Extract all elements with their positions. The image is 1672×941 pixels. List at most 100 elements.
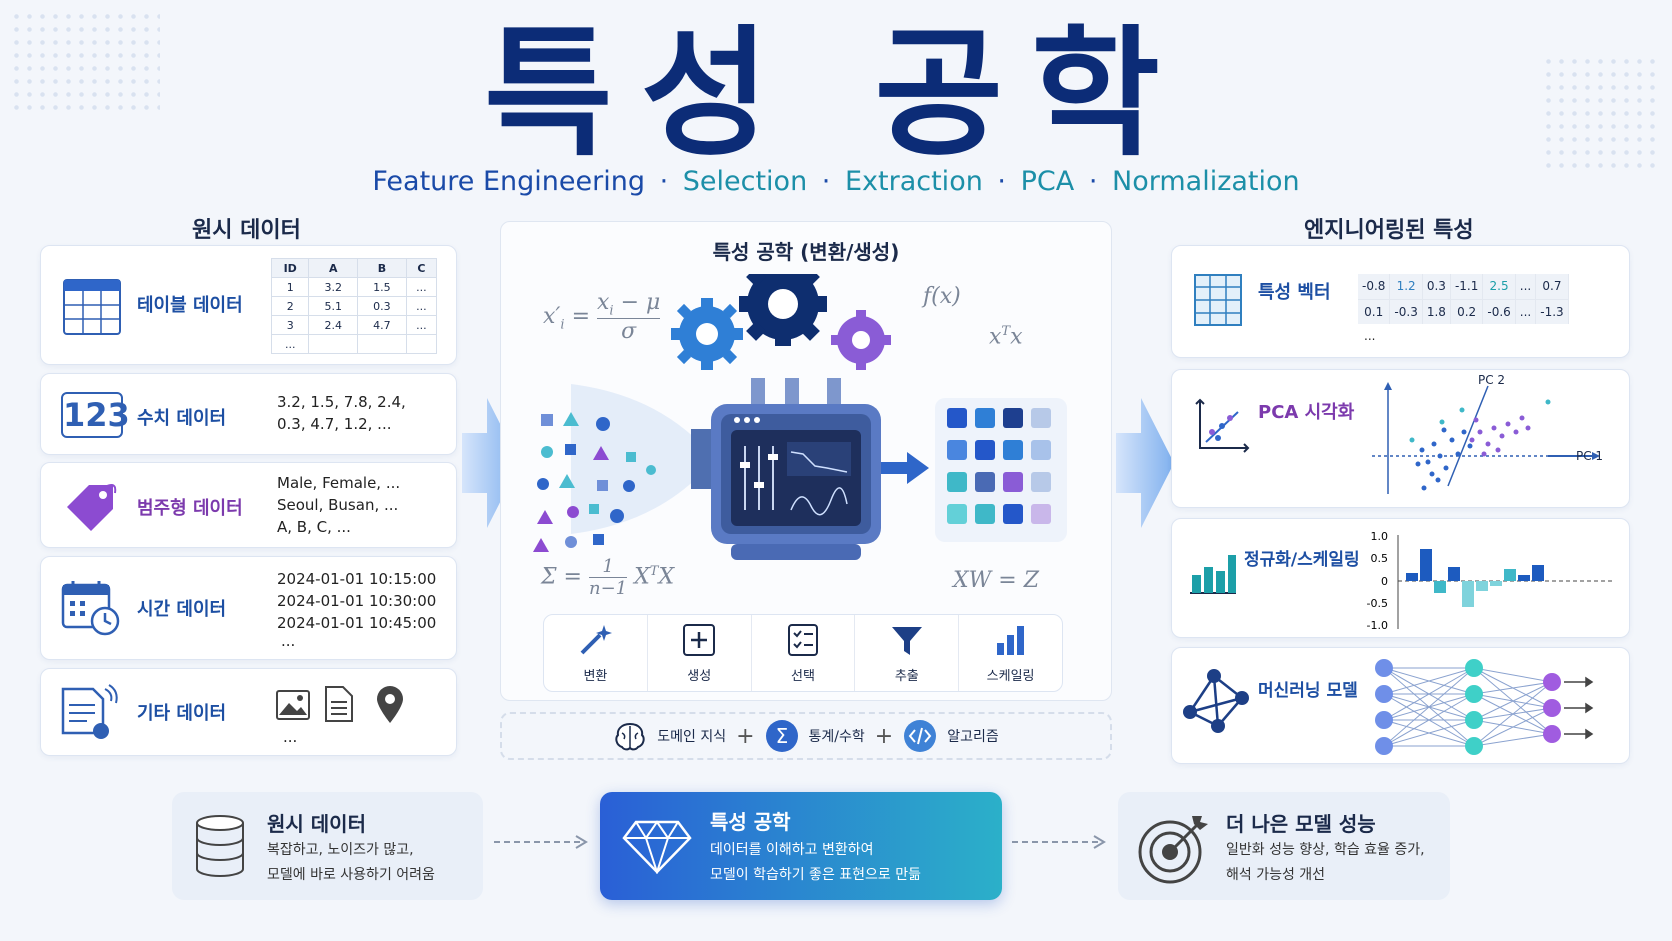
plus-box-icon [683,624,716,656]
subtitle-part: Feature Engineering [372,166,645,197]
norm-tick: -1.0 [1367,619,1388,632]
tool-extract[interactable]: 추출 [855,615,960,691]
categorical-values-line: A, B, C, ... [277,518,351,536]
better-performance-title: 더 나은 모델 성능 [1226,812,1376,836]
tool-label: 추출 [894,669,919,684]
table-row: -0.8 1.2 0.3 -1.1 2.5 ... 0.7 [1358,274,1569,300]
domain-knowledge-label: 도메인 지식 [657,729,727,745]
dashed-arrow-icon [494,835,588,849]
numeric-data-card: 123 수치 데이터 3.2, 1.5, 7.8, 2.4, 0.3, 4.7,… [40,373,457,455]
sigma-icon: Σ [765,720,798,752]
grid-icon [1194,274,1242,326]
other-data-card: 기타 데이터 ... [40,668,457,756]
other-data-label: 기타 데이터 [137,703,227,724]
tool-label: 선택 [791,669,815,684]
table-header: A [308,258,359,278]
norm-tick: 0.5 [1371,552,1389,565]
table-header: C [405,258,438,278]
page-subtitle: Feature Engineering · Selection · Extrac… [372,166,1300,197]
subtitle-part: Extraction [844,166,983,197]
better-performance-line: 해석 가능성 개선 [1226,867,1326,883]
normalization-card: 정규화/스케일링 1.0 0.5 0 -0.5 -1.0 [1171,518,1630,638]
bar-chart-icon [996,626,1024,655]
categorical-values-line: Male, Female, ... [277,474,401,492]
subtitle-part: Normalization [1112,166,1300,197]
numeric-icon: 123 [61,392,130,438]
table-icon [63,279,121,335]
target-icon [1138,816,1208,884]
feature-vector-more: ... [1364,329,1376,343]
raw-data-summary-card: 원시 데이터 복잡하고, 노이즈가 많고, 모델에 바로 사용하기 어려움 [172,792,483,900]
knowledge-bar: 도메인 지식 + Σ 통계/수학 + 알고리즘 [500,712,1112,760]
neural-network-diagram [1375,659,1594,755]
feature-engineering-summary-line: 모델이 학습하기 좋은 표현으로 만듦 [710,867,921,883]
tool-select[interactable]: 선택 [752,615,856,691]
ml-model-label: 머신러닝 모델 [1258,681,1358,701]
feature-machine-illustration [533,274,1067,560]
other-more: ... [283,728,298,746]
raw-data-summary-title: 원시 데이터 [267,812,366,836]
network-graph-icon [1183,669,1249,733]
normalized-bar-chart: 1.0 0.5 0 -0.5 -1.0 [1367,530,1614,632]
database-icon [196,815,244,877]
magic-wand-icon [580,625,613,655]
document-gear-icon [61,684,118,739]
better-performance-card: 더 나은 모델 성능 일반화 성능 향상, 학습 효율 증가, 해석 가능성 개… [1118,792,1450,900]
center-heading: 특성 공학 (변환/생성) [712,240,900,264]
bar-chart-icon [1190,555,1236,594]
pca-label: PCA 시각화 [1258,402,1355,423]
stats-math-label: 통계/수학 [808,729,865,745]
feature-engineering-summary-title: 특성 공학 [710,810,791,834]
tool-label: 변환 [583,669,608,684]
ml-model-card: 머신러닝 모델 [1171,647,1630,764]
subtitle-part: PCA [1020,166,1075,197]
categorical-data-label: 범주형 데이터 [137,498,243,519]
formula-fx: f(x) [923,284,961,309]
decorative-dots [10,10,160,110]
pca-card: PCA 시각화 PC 1 PC 2 [1171,369,1630,508]
flow-arrow-icon [462,398,520,528]
tool-label: 생성 [687,669,712,684]
tool-transform[interactable]: 변환 [544,615,648,691]
time-data-card: 시간 데이터 2024-01-01 10:15:00 2024-01-01 10… [40,556,457,660]
time-values-line: 2024-01-01 10:30:00 [277,592,437,610]
raw-data-summary-line: 모델에 바로 사용하기 어려움 [267,867,435,883]
diamond-icon [622,820,692,874]
toolbox: 변환 생성 선택 추출 스케일링 [543,614,1063,692]
raw-data-heading: 원시 데이터 [192,218,301,243]
norm-tick: -0.5 [1367,597,1388,610]
numeric-values-line: 3.2, 1.5, 7.8, 2.4, [277,393,406,411]
formula-xwz: XW = Z [953,568,1039,593]
location-pin-icon [377,686,403,723]
better-performance-line: 일반화 성능 향상, 학습 효율 증가, [1226,842,1425,858]
feature-engineering-summary-card: 특성 공학 데이터를 이해하고 변환하여 모델이 학습하기 좋은 표현으로 만듦 [600,792,1002,900]
flow-arrow-icon [1116,398,1174,528]
numeric-data-label: 수치 데이터 [137,408,227,429]
pca-axis-label: PC 2 [1478,373,1505,387]
table-row: ... [270,334,438,354]
svg-text:Σ: Σ [775,724,788,748]
formula-xtx: xTx [989,324,1023,350]
scatter-plot-icon [1195,398,1250,453]
time-values-line: 2024-01-01 10:45:00 [277,614,437,632]
pca-scatter: PC 1 PC 2 [1372,373,1603,494]
feature-vector-label: 특성 벡터 [1258,282,1331,303]
tool-scaling[interactable]: 스케일링 [959,615,1062,691]
page-title: 특성 공학 [484,13,1188,176]
algorithm-label: 알고리즘 [947,729,999,745]
categorical-data-card: 범주형 데이터 Male, Female, ... Seoul, Busan, … [40,462,457,548]
numeric-values-line: 0.3, 4.7, 1.2, ... [277,415,392,433]
feature-vector-table: -0.8 1.2 0.3 -1.1 2.5 ... 0.7 0.1 -0.3 1… [1358,274,1569,324]
file-icon [325,686,353,722]
table-row: 0.1 -0.3 1.8 0.2 -0.6 ... -1.3 [1358,299,1569,324]
tool-generate[interactable]: 생성 [648,615,752,691]
funnel-icon [891,627,922,655]
dashed-arrow-icon [1012,835,1106,849]
table-data-label: 테이블 데이터 [137,295,243,316]
table-header: ID [270,258,310,278]
